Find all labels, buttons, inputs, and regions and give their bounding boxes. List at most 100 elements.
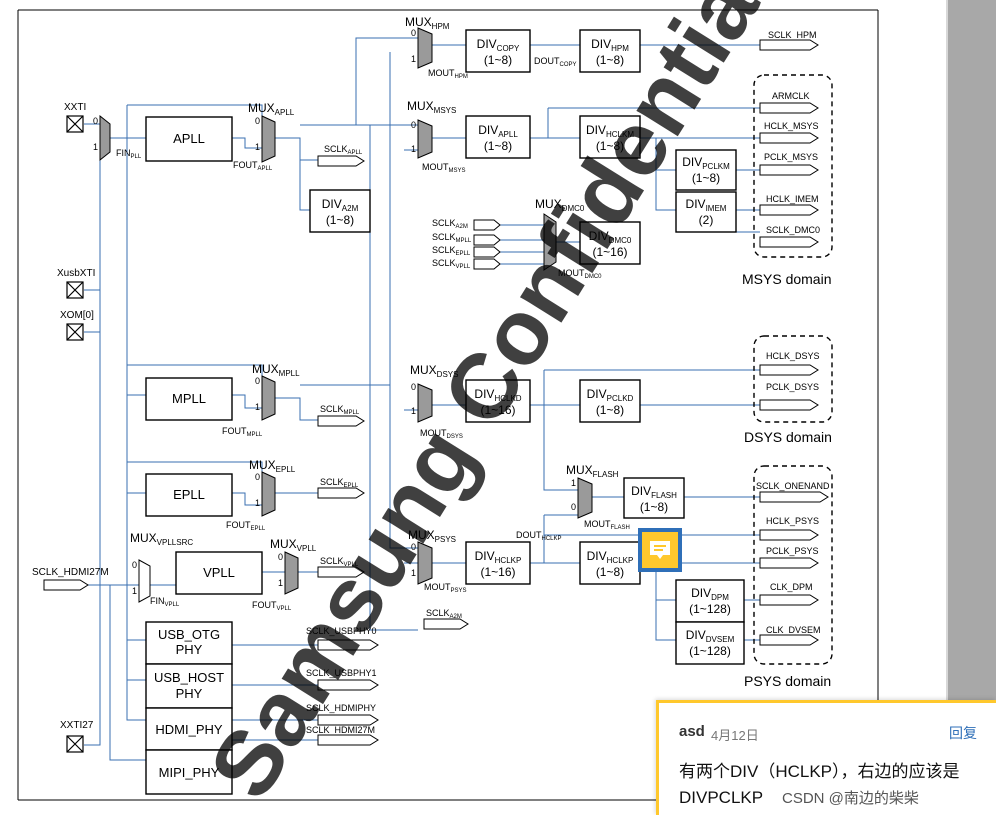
mipi-phy-block: MIPI_PHY [159,765,220,780]
div-hpm-name: DIVHPM [591,37,629,53]
div-hclkd-name: DIVHCLKD [474,387,521,403]
comment-author: asd [679,723,705,740]
div-dvsem-name: DIVDVSEM [686,628,735,644]
div-copy-ratio: (1~8) [484,53,512,67]
xom-pin-label: XOM[0] [60,310,94,321]
mout-dsys-label: MOUTDSYS [420,428,463,440]
mout-flash-label: MOUTFLASH [584,519,630,531]
pclk-msys-label: PCLK_MSYS [764,152,818,162]
svg-text:1: 1 [93,142,98,152]
div-dpm-name: DIVDPM [691,586,729,602]
hclk-psys-label: HCLK_PSYS [766,516,819,526]
fout-vpll-label: FOUTVPLL [252,600,292,612]
scrollbar[interactable] [948,0,996,815]
div-dpm-ratio: (1~128) [689,602,731,616]
div-hclkd-ratio: (1~16) [480,403,515,417]
xusbxti-pin-label: XusbXTI [57,268,95,279]
pll-blocks: APLL MPLL EPLL VPLL USB_OTG PHY USB_HOST… [145,116,263,795]
mux-psys-label: MUXPSYS [408,528,456,544]
usb-host-phy-line2: PHY [176,686,203,701]
div-dmc0-name: DIVDMC0 [589,229,632,245]
mux-hpm-label: MUXHPM [405,15,450,31]
mux-epll-label: MUXEPLL [249,458,296,474]
msys-domain-label: MSYS domain [742,271,831,287]
psys-domain-label: PSYS domain [744,673,831,689]
clk-dvsem-label: CLK_DVSEM [766,625,821,635]
svg-text:1: 1 [255,142,260,152]
sclk-a2m-label: SCLKA2M [426,608,462,620]
div-pclkd-name: DIVPCLKD [587,387,634,403]
wires [84,37,760,761]
fout-mpll-label: FOUTMPLL [222,426,263,438]
pclk-psys-label: PCLK_PSYS [766,546,819,556]
xxti27-pin-label: XXTI27 [60,720,94,731]
svg-text:1: 1 [278,578,283,588]
apll-block: APLL [173,131,205,146]
clk-dpm-label: CLK_DPM [770,582,813,592]
domains: MSYS domain DSYS domain PSYS domain [742,74,833,689]
svg-text:0: 0 [132,560,137,570]
div-imem-ratio: (2) [699,213,714,227]
div-copy-name: DIVCOPY [477,37,520,53]
div-a2m-name: DIVA2M [322,197,359,213]
div-hclkp-right-name: DIVHCLKP [587,549,634,565]
div-flash-name: DIVFLASH [631,484,677,500]
sclk-mpll-in-label: SCLKMPLL [432,232,472,244]
div-hclkm-name: DIVHCLKM [586,123,634,139]
svg-text:1: 1 [411,144,416,154]
fout-epll-label: FOUTEPLL [226,520,266,532]
sclk-a2m-in-label: SCLKA2M [432,218,468,230]
svg-text:1: 1 [411,568,416,578]
vpll-block: VPLL [203,565,235,580]
comment-icon[interactable] [638,528,682,572]
mux-dmc0-label: MUXDMC0 [535,197,585,213]
dout-hclkp-label: DOUTHCLKP [516,530,562,542]
mux-flash-label: MUXFLASH [566,463,619,479]
output-clocks: SCLK_HPM ARMCLK HCLK_MSYS PCLK_MSYS HCLK… [306,30,830,746]
sclk-vpll-in-label: SCLKVPLL [432,258,471,270]
div-hclkp-left-name: DIVHCLKP [475,549,522,565]
svg-text:1: 1 [411,54,416,64]
comment-reply-link[interactable]: 回复 [949,725,977,741]
mux-vpll-label: MUXVPLL [270,537,317,553]
mux-apll-label: MUXAPLL [248,101,295,117]
svg-text:0: 0 [93,116,98,126]
svg-text:1: 1 [255,402,260,412]
div-apll-ratio: (1~8) [484,139,512,153]
hclk-msys-label: HCLK_MSYS [764,121,819,131]
svg-text:0: 0 [411,120,416,130]
div-pclkd-ratio: (1~8) [596,403,624,417]
svg-text:0: 0 [411,542,416,552]
fin-pll-label: FINPLL [116,148,142,160]
mux-vpllsrc-label: MUXVPLLSRC [130,531,193,547]
mux-mpll-label: MUXMPLL [252,362,300,378]
svg-text:1: 1 [132,586,137,596]
dsys-domain-label: DSYS domain [744,429,832,445]
svg-text:1: 1 [255,498,260,508]
comment-glyph-icon [650,541,670,559]
div-hclkp-left-ratio: (1~16) [480,565,515,579]
sclk-hpm-label: SCLK_HPM [768,30,817,40]
input-pins: XXTI XusbXTI XOM[0] XXTI27 SCLK_HDMI27M [32,102,109,753]
div-dmc0-ratio: (1~16) [592,245,627,259]
fout-apll-label: FOUTAPLL [233,160,273,172]
sclk-epll-in-label: SCLKEPLL [432,245,471,257]
hclk-dsys-label: HCLK_DSYS [766,351,820,361]
sclk-hdmi27m-in-label: SCLK_HDMI27M [32,567,109,578]
sclk-apll-label: SCLKAPLL [324,144,363,156]
div-flash-ratio: (1~8) [640,500,668,514]
div-hclkm-ratio: (1~8) [596,139,624,153]
sclk-vpll-label: SCLKVPLL [320,556,359,568]
div-hclkp-right-ratio: (1~8) [596,565,624,579]
dividers: DIVCOPY (1~8) DOUTCOPY DIVHPM (1~8) DIVA… [309,29,745,665]
svg-text:0: 0 [411,28,416,38]
fin-vpll-label: FINVPLL [150,596,180,608]
muxes: 01 FINPLL 01 MUXAPLL FOUTAPLL 01 MUXHPM … [93,15,630,612]
csdn-watermark: CSDN @南边的柴柴 [782,787,919,808]
div-a2m-ratio: (1~8) [326,213,354,227]
svg-text:1: 1 [571,478,576,488]
mpll-block: MPLL [172,391,206,406]
svg-text:1: 1 [411,406,416,416]
div-imem-name: DIVIMEM [686,197,727,213]
sclk-mpll-label: SCLKMPLL [320,404,360,416]
